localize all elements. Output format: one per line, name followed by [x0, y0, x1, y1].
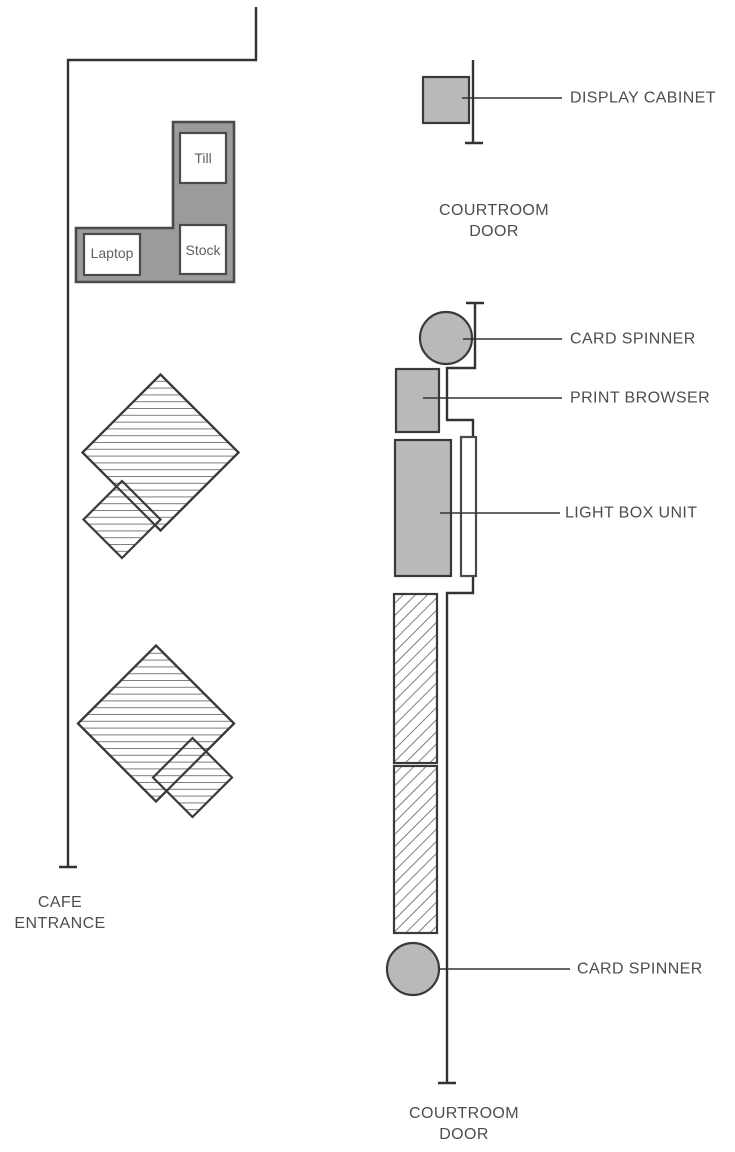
label-stock: Stock [185, 242, 221, 258]
till-box [178, 131, 228, 185]
cafe-wall [66, 7, 258, 867]
cafe-chair-1 [81, 479, 163, 560]
label-card-spinner-top: CARD SPINNER [570, 330, 696, 348]
light-box-side-panel [459, 435, 478, 578]
label-till: Till [194, 150, 212, 166]
label-card-spinner-bottom: CARD SPINNER [577, 960, 703, 978]
label-laptop: Laptop [90, 245, 134, 261]
card-spinner-top [418, 310, 474, 366]
label-light-box-unit: LIGHT BOX UNIT [565, 504, 698, 522]
label-courtroom-door-top: COURTROOM DOOR [439, 202, 549, 240]
display-rack-2 [392, 764, 439, 935]
cafe-table-1-outline [80, 372, 241, 533]
display-cabinet [421, 75, 471, 125]
display-rack-1 [392, 592, 439, 765]
laptop-box [82, 232, 142, 277]
cafe-table-2-outline [76, 643, 236, 804]
stock-box [178, 223, 228, 276]
card-spinner-bottom [385, 941, 441, 997]
light-box-unit [393, 438, 453, 578]
label-cafe-entrance: CAFE ENTRANCE [14, 894, 106, 932]
label-display-cabinet: DISPLAY CABINET [570, 89, 716, 107]
label-courtroom-door-bottom: COURTROOM DOOR [409, 1105, 519, 1143]
print-browser [394, 367, 441, 434]
cafe-chair-2 [151, 736, 234, 819]
label-print-browser: PRINT BROWSER [570, 389, 711, 407]
gallery-wall [445, 303, 477, 1083]
